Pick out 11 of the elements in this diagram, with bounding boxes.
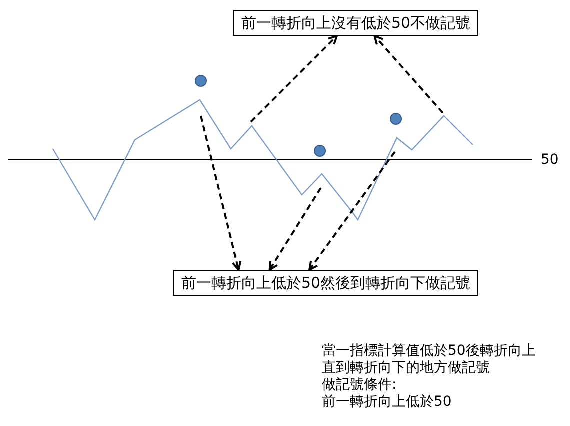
- dashed-arrow: [308, 151, 396, 271]
- dashed-arrow: [268, 187, 322, 271]
- dashed-arrow: [200, 116, 242, 271]
- annotation-box: 前一轉折向上沒有低於50不做記號: [233, 10, 479, 36]
- dashed-arrow: [374, 35, 444, 114]
- condition-text: 前一轉折向上低於50: [322, 394, 452, 411]
- note-text: 當一指標計算值低於50後轉折向上直到轉折向下的地方做記號: [322, 343, 537, 377]
- annotation-box: 前一轉折向上低於50然後到轉折向下做記號: [173, 270, 479, 296]
- level-label: 50: [541, 152, 559, 169]
- condition-heading: 做記號條件:: [322, 377, 397, 394]
- dashed-arrow: [250, 35, 338, 123]
